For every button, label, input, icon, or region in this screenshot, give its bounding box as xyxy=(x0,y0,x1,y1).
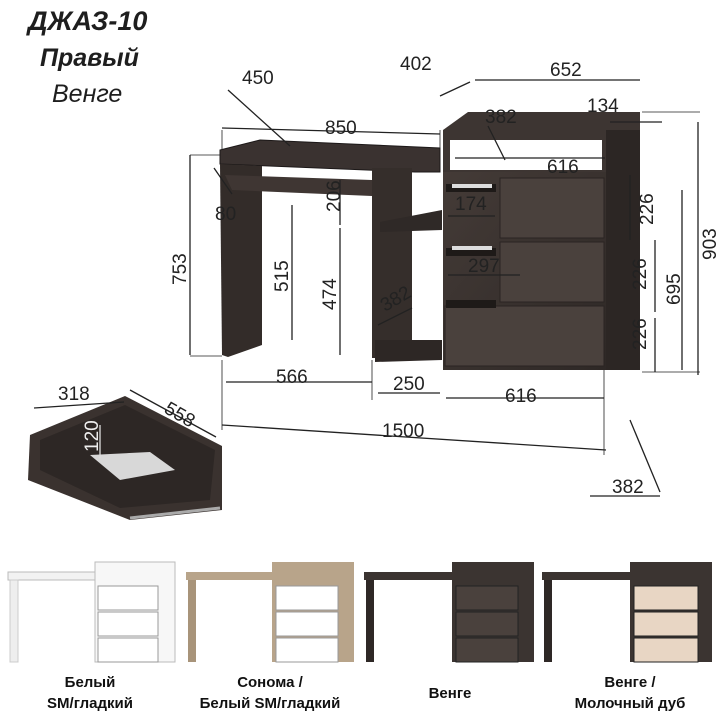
variant-white-line1: Белый xyxy=(64,674,116,691)
drawer-detail: 318 558 120 xyxy=(28,384,222,520)
dimension-lines xyxy=(189,79,700,497)
dim-206: 206 xyxy=(324,180,345,212)
dim-382-top: 382 xyxy=(485,107,517,128)
dim-616-top: 616 xyxy=(547,157,579,178)
color-label: Венге xyxy=(52,80,123,108)
dim-903: 903 xyxy=(700,228,720,260)
dim-134: 134 xyxy=(587,96,619,117)
dim-250: 250 xyxy=(393,374,425,395)
desk-drawing xyxy=(219,112,640,370)
variant-sonoma-line1: Сонома / xyxy=(237,674,303,691)
side-label: Правый xyxy=(40,44,139,72)
variant-sonoma-thumb xyxy=(186,562,354,663)
dim-226-b: 226 xyxy=(630,258,651,290)
variant-wenge-milk-oak-thumb xyxy=(542,562,712,663)
variant-wenge-milk-oak-line1: Венге / xyxy=(604,674,656,691)
variant-wenge-line1: Венге xyxy=(428,685,472,702)
dim-318: 318 xyxy=(58,384,90,405)
variant-sonoma-line2: Белый SM/гладкий xyxy=(199,695,341,712)
dim-120: 120 xyxy=(82,420,103,452)
dim-652: 652 xyxy=(550,60,582,81)
variant-wenge-milk-oak-line2: Молочный дуб xyxy=(574,695,686,712)
dim-616-bottom: 616 xyxy=(505,386,537,407)
dim-226-c: 226 xyxy=(630,318,651,350)
dim-174: 174 xyxy=(455,194,487,215)
dim-297: 297 xyxy=(468,256,500,277)
dim-753: 753 xyxy=(170,253,191,285)
variant-wenge-caption: Венге xyxy=(360,683,540,704)
variant-wenge-milk-oak-caption: Венге / Молочный дуб xyxy=(540,672,720,714)
dim-450: 450 xyxy=(242,68,274,89)
dim-850: 850 xyxy=(325,118,357,139)
variant-white-line2: SM/гладкий xyxy=(47,695,133,712)
dim-1500: 1500 xyxy=(382,421,424,442)
model-title: ДЖАЗ-10 xyxy=(28,6,148,36)
dim-382-bottom: 382 xyxy=(612,477,644,498)
dim-695: 695 xyxy=(664,273,685,305)
variant-wenge-thumb xyxy=(364,562,534,663)
variant-sonoma-caption: Сонома / Белый SM/гладкий xyxy=(180,672,360,714)
dim-402: 402 xyxy=(400,54,432,75)
dim-80: 80 xyxy=(215,204,236,225)
dim-566: 566 xyxy=(276,367,308,388)
variant-thumbnails xyxy=(7,561,712,663)
variant-white-caption: Белый SM/гладкий xyxy=(0,672,180,714)
dim-474: 474 xyxy=(320,278,341,310)
dim-226-a: 226 xyxy=(637,193,658,225)
variant-white-thumb xyxy=(7,561,176,663)
dim-515: 515 xyxy=(272,260,293,292)
